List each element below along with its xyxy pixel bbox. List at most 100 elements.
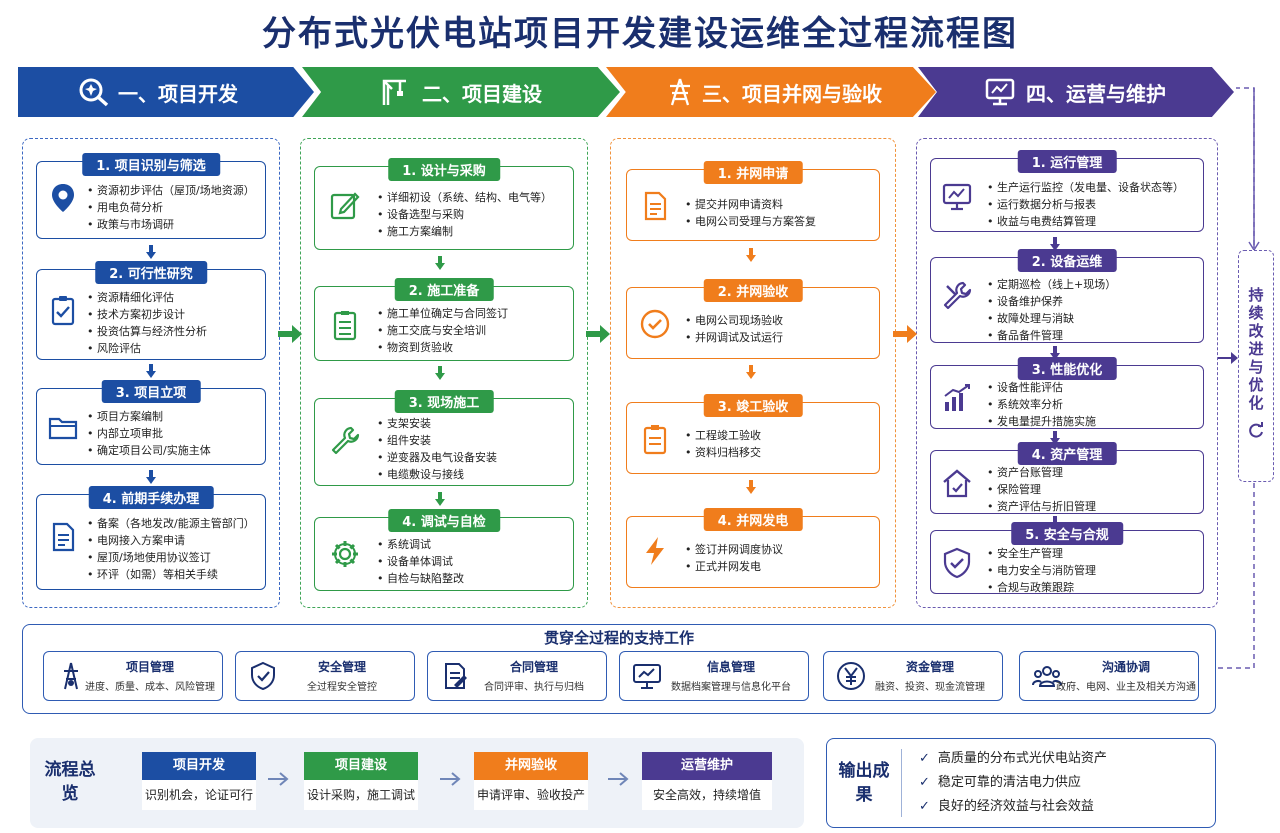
clipboard-check-icon <box>51 296 75 326</box>
step-desc: 识别机会，论证可行 <box>142 780 256 810</box>
list-item: 资源初步评估（屋顶/场地资源） <box>87 182 255 199</box>
list-item: 电网公司受理与方案答复 <box>685 213 816 230</box>
list-item: 资料归档移交 <box>685 444 761 461</box>
card-title: 1. 项目识别与筛选 <box>82 153 220 176</box>
phase-label: 三、项目并网与验收 <box>702 81 882 106</box>
divider <box>901 749 902 817</box>
support-name: 安全管理 <box>317 660 366 674</box>
arrow-down-icon <box>746 248 756 262</box>
support-name: 沟通协调 <box>1101 660 1150 674</box>
monitor-chart-icon <box>985 78 1015 106</box>
arrow-right-icon <box>893 325 917 343</box>
arrow-down-icon <box>435 492 445 506</box>
power-tower-icon <box>670 78 690 106</box>
list-item: 确定项目公司/实施主体 <box>87 442 211 459</box>
support-desc: 全过程安全管控 <box>307 682 377 693</box>
card-items: 工程竣工验收 资料归档移交 <box>685 427 761 461</box>
list-item: 施工单位确定与合同签订 <box>377 305 508 322</box>
support-name: 资金管理 <box>905 660 954 674</box>
card-title: 1. 并网申请 <box>703 161 803 184</box>
support-item-communication: 沟通协调 政府、电网、业主及相关方沟通 <box>1019 651 1199 701</box>
list-item: 支架安装 <box>377 415 497 432</box>
house-icon <box>943 469 971 498</box>
list-item: 备案（各地发改/能源主管部门） <box>87 515 255 532</box>
phase-banner-development: 一、项目开发 <box>18 67 314 117</box>
summary-label: 流程总览 <box>44 760 96 804</box>
card-items: 项目方案编制 内部立项审批 确定项目公司/实施主体 <box>87 408 211 459</box>
wrench-icon <box>331 426 360 455</box>
lightning-icon <box>646 537 664 565</box>
card-title: 2. 设备运维 <box>1017 249 1117 272</box>
list-item: 资源精细化评估 <box>87 289 207 306</box>
check-icon: ✓ <box>919 775 930 790</box>
list-item: 逆变器及电气设备安装 <box>377 449 497 466</box>
phase-banner-grid: 三、项目并网与验收 <box>606 67 936 117</box>
list-item: 设备选型与采购 <box>377 206 552 223</box>
card-items: 资源精细化评估 技术方案初步设计 投资估算与经济性分析 风险评估 <box>87 289 207 357</box>
support-item-project: 项目管理 进度、质量、成本、风险管理 <box>43 651 223 701</box>
phase-label: 四、运营与维护 <box>1026 81 1166 106</box>
list-item: 合规与政策跟踪 <box>987 579 1096 596</box>
phase-banner-construction: 二、项目建设 <box>302 67 620 117</box>
build-card-1: 1. 设计与采购 详细初设（系统、结构、电气等） 设备选型与采购 施工方案编制 <box>314 158 574 250</box>
list-item: 项目方案编制 <box>87 408 211 425</box>
arrow-down-icon <box>146 364 156 378</box>
continuous-improvement-box: 持续改进与优化 <box>1238 250 1274 482</box>
dev-card-1: 1. 项目识别与筛选 资源初步评估（屋顶/场地资源） 用电负荷分析 政策与市场调… <box>36 153 266 239</box>
list-item: 自检与缺陷整改 <box>377 570 464 587</box>
continuous-improvement-label: 持续改进与优化 <box>1246 287 1265 413</box>
list-item: 提交并网申请资料 <box>685 196 816 213</box>
list-item: 工程竣工验收 <box>685 427 761 444</box>
bar-chart-icon <box>944 384 970 411</box>
card-items: 支架安装 组件安装 逆变器及电气设备安装 电缆敷设与接线 <box>377 415 497 483</box>
refresh-icon <box>1249 422 1263 438</box>
output-item: 高质量的分布式光伏电站资产 <box>937 751 1107 766</box>
arrow-down-icon <box>1050 237 1060 251</box>
list-item: 投资估算与经济性分析 <box>87 323 207 340</box>
card-items: 设备性能评估 系统效率分析 发电量提升措施实施 <box>987 379 1096 430</box>
step-desc: 申请评审、验收投产 <box>474 780 588 810</box>
list-item: 收益与电费结算管理 <box>987 213 1184 230</box>
card-items: 系统调试 设备单体调试 自检与缺陷整改 <box>377 536 464 587</box>
support-name: 合同管理 <box>509 660 558 674</box>
support-desc: 进度、质量、成本、风险管理 <box>85 682 215 693</box>
support-name: 项目管理 <box>125 660 174 674</box>
card-title: 3. 性能优化 <box>1017 357 1117 380</box>
support-section: 贯穿全过程的支持工作 项目管理 进度、质量、成本、风险管理 安全管理 全过程安全… <box>22 624 1216 714</box>
support-name: 信息管理 <box>706 660 755 674</box>
support-desc: 合同评审、执行与归档 <box>484 682 584 693</box>
list-item: 屋顶/场地使用协议签订 <box>87 549 255 566</box>
shield-check-icon <box>251 661 275 691</box>
ops-card-4: 4. 资产管理 资产台账管理 保险管理 资产评估与折旧管理 <box>930 442 1204 515</box>
crane-icon <box>382 79 406 105</box>
list-item: 电网接入方案申请 <box>87 532 255 549</box>
list-item: 技术方案初步设计 <box>87 306 207 323</box>
card-items: 资产台账管理 保险管理 资产评估与折旧管理 <box>987 464 1096 515</box>
card-title: 2. 可行性研究 <box>95 261 207 284</box>
list-item: 系统调试 <box>377 536 464 553</box>
summary-step-operations: 运营维护 安全高效，持续增值 <box>642 752 772 814</box>
card-title: 3. 现场施工 <box>394 390 494 413</box>
grid-card-4: 4. 并网发电 签订并网调度协议 正式并网发电 <box>626 508 880 588</box>
tools-icon <box>943 281 972 310</box>
tower-icon <box>64 662 78 690</box>
grid-card-2: 2. 并网验收 电网公司现场验收 并网调试及试运行 <box>626 279 880 359</box>
arrow-right-icon <box>1218 352 1238 364</box>
card-title: 4. 前期手续办理 <box>88 486 214 509</box>
card-items: 备案（各地发改/能源主管部门） 电网接入方案申请 屋顶/场地使用协议签订 环评（… <box>87 515 255 583</box>
list-item: 发电量提升措施实施 <box>987 413 1096 430</box>
arrow-down-icon <box>1050 431 1060 445</box>
card-items: 生产运行监控（发电量、设备状态等） 运行数据分析与报表 收益与电费结算管理 <box>987 179 1184 230</box>
yen-icon <box>837 662 865 690</box>
grid-column <box>610 138 896 608</box>
construction-column <box>300 138 588 608</box>
card-title: 3. 项目立项 <box>101 380 201 403</box>
support-title: 贯穿全过程的支持工作 <box>543 629 694 647</box>
list-item: 用电负荷分析 <box>87 199 255 216</box>
list-item: 系统效率分析 <box>987 396 1096 413</box>
list-item: 电力安全与消防管理 <box>987 562 1096 579</box>
list-item: 环评（如需）等相关手续 <box>87 566 255 583</box>
card-title: 4. 资产管理 <box>1017 442 1117 465</box>
document-icon <box>644 191 667 221</box>
checklist-icon <box>333 311 357 341</box>
